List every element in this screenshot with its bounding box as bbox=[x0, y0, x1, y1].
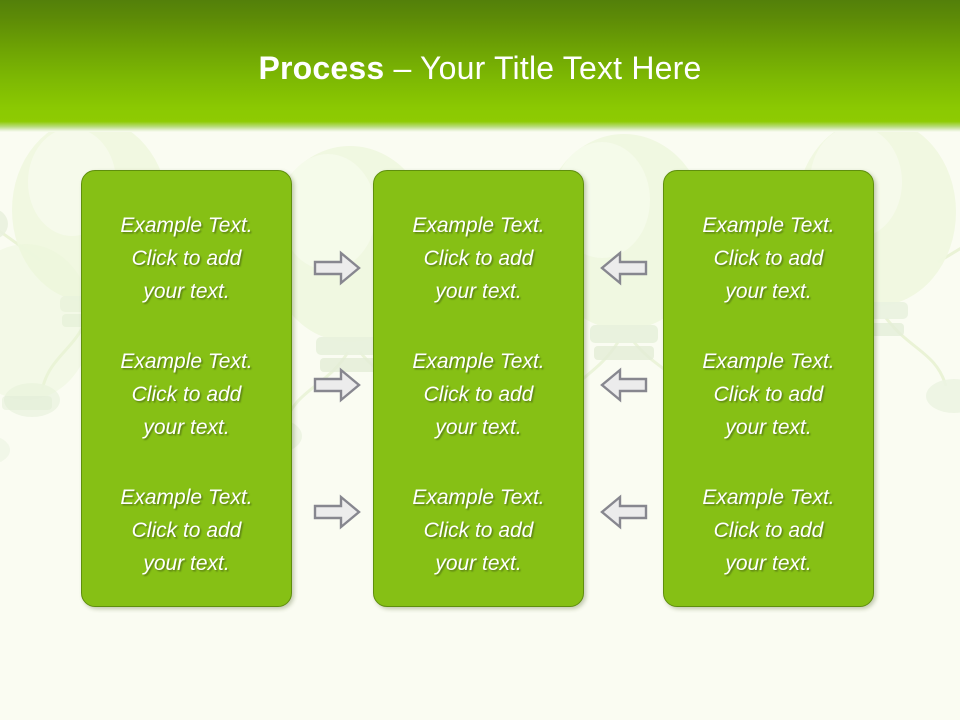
arrow-right-icon-3[interactable] bbox=[313, 494, 361, 530]
process-box-2[interactable]: Example Text. Click to add your text. Ex… bbox=[373, 170, 584, 607]
process-text-1-3[interactable]: Example Text. Click to add your text. bbox=[120, 486, 253, 575]
page-title-rest: – Your Title Text Here bbox=[384, 50, 702, 86]
spacer bbox=[88, 308, 285, 345]
arrow-right-icon-1[interactable] bbox=[313, 250, 361, 286]
page-title-bold: Process bbox=[258, 50, 385, 86]
spacer bbox=[380, 308, 577, 345]
process-text-3-3[interactable]: Example Text. Click to add your text. bbox=[702, 486, 835, 575]
page-title: Process – Your Title Text Here bbox=[0, 48, 960, 88]
process-text-3-2[interactable]: Example Text. Click to add your text. bbox=[702, 350, 835, 439]
process-text-3-1[interactable]: Example Text. Click to add your text. bbox=[702, 214, 835, 303]
spacer bbox=[670, 308, 867, 345]
slide-header-band: Process – Your Title Text Here bbox=[0, 0, 960, 132]
arrow-left-icon-2[interactable] bbox=[600, 367, 648, 403]
process-box-1[interactable]: Example Text. Click to add your text. Ex… bbox=[81, 170, 292, 607]
spacer bbox=[380, 444, 577, 481]
process-box-3[interactable]: Example Text. Click to add your text. Ex… bbox=[663, 170, 874, 607]
process-text-1-2[interactable]: Example Text. Click to add your text. bbox=[120, 350, 253, 439]
process-text-2-2[interactable]: Example Text. Click to add your text. bbox=[412, 350, 545, 439]
spacer bbox=[670, 444, 867, 481]
arrow-left-icon-3[interactable] bbox=[600, 494, 648, 530]
process-text-1-1[interactable]: Example Text. Click to add your text. bbox=[120, 214, 253, 303]
process-text-2-1[interactable]: Example Text. Click to add your text. bbox=[412, 214, 545, 303]
spacer bbox=[88, 444, 285, 481]
process-text-2-3[interactable]: Example Text. Click to add your text. bbox=[412, 486, 545, 575]
arrow-left-icon-1[interactable] bbox=[600, 250, 648, 286]
arrow-right-icon-2[interactable] bbox=[313, 367, 361, 403]
